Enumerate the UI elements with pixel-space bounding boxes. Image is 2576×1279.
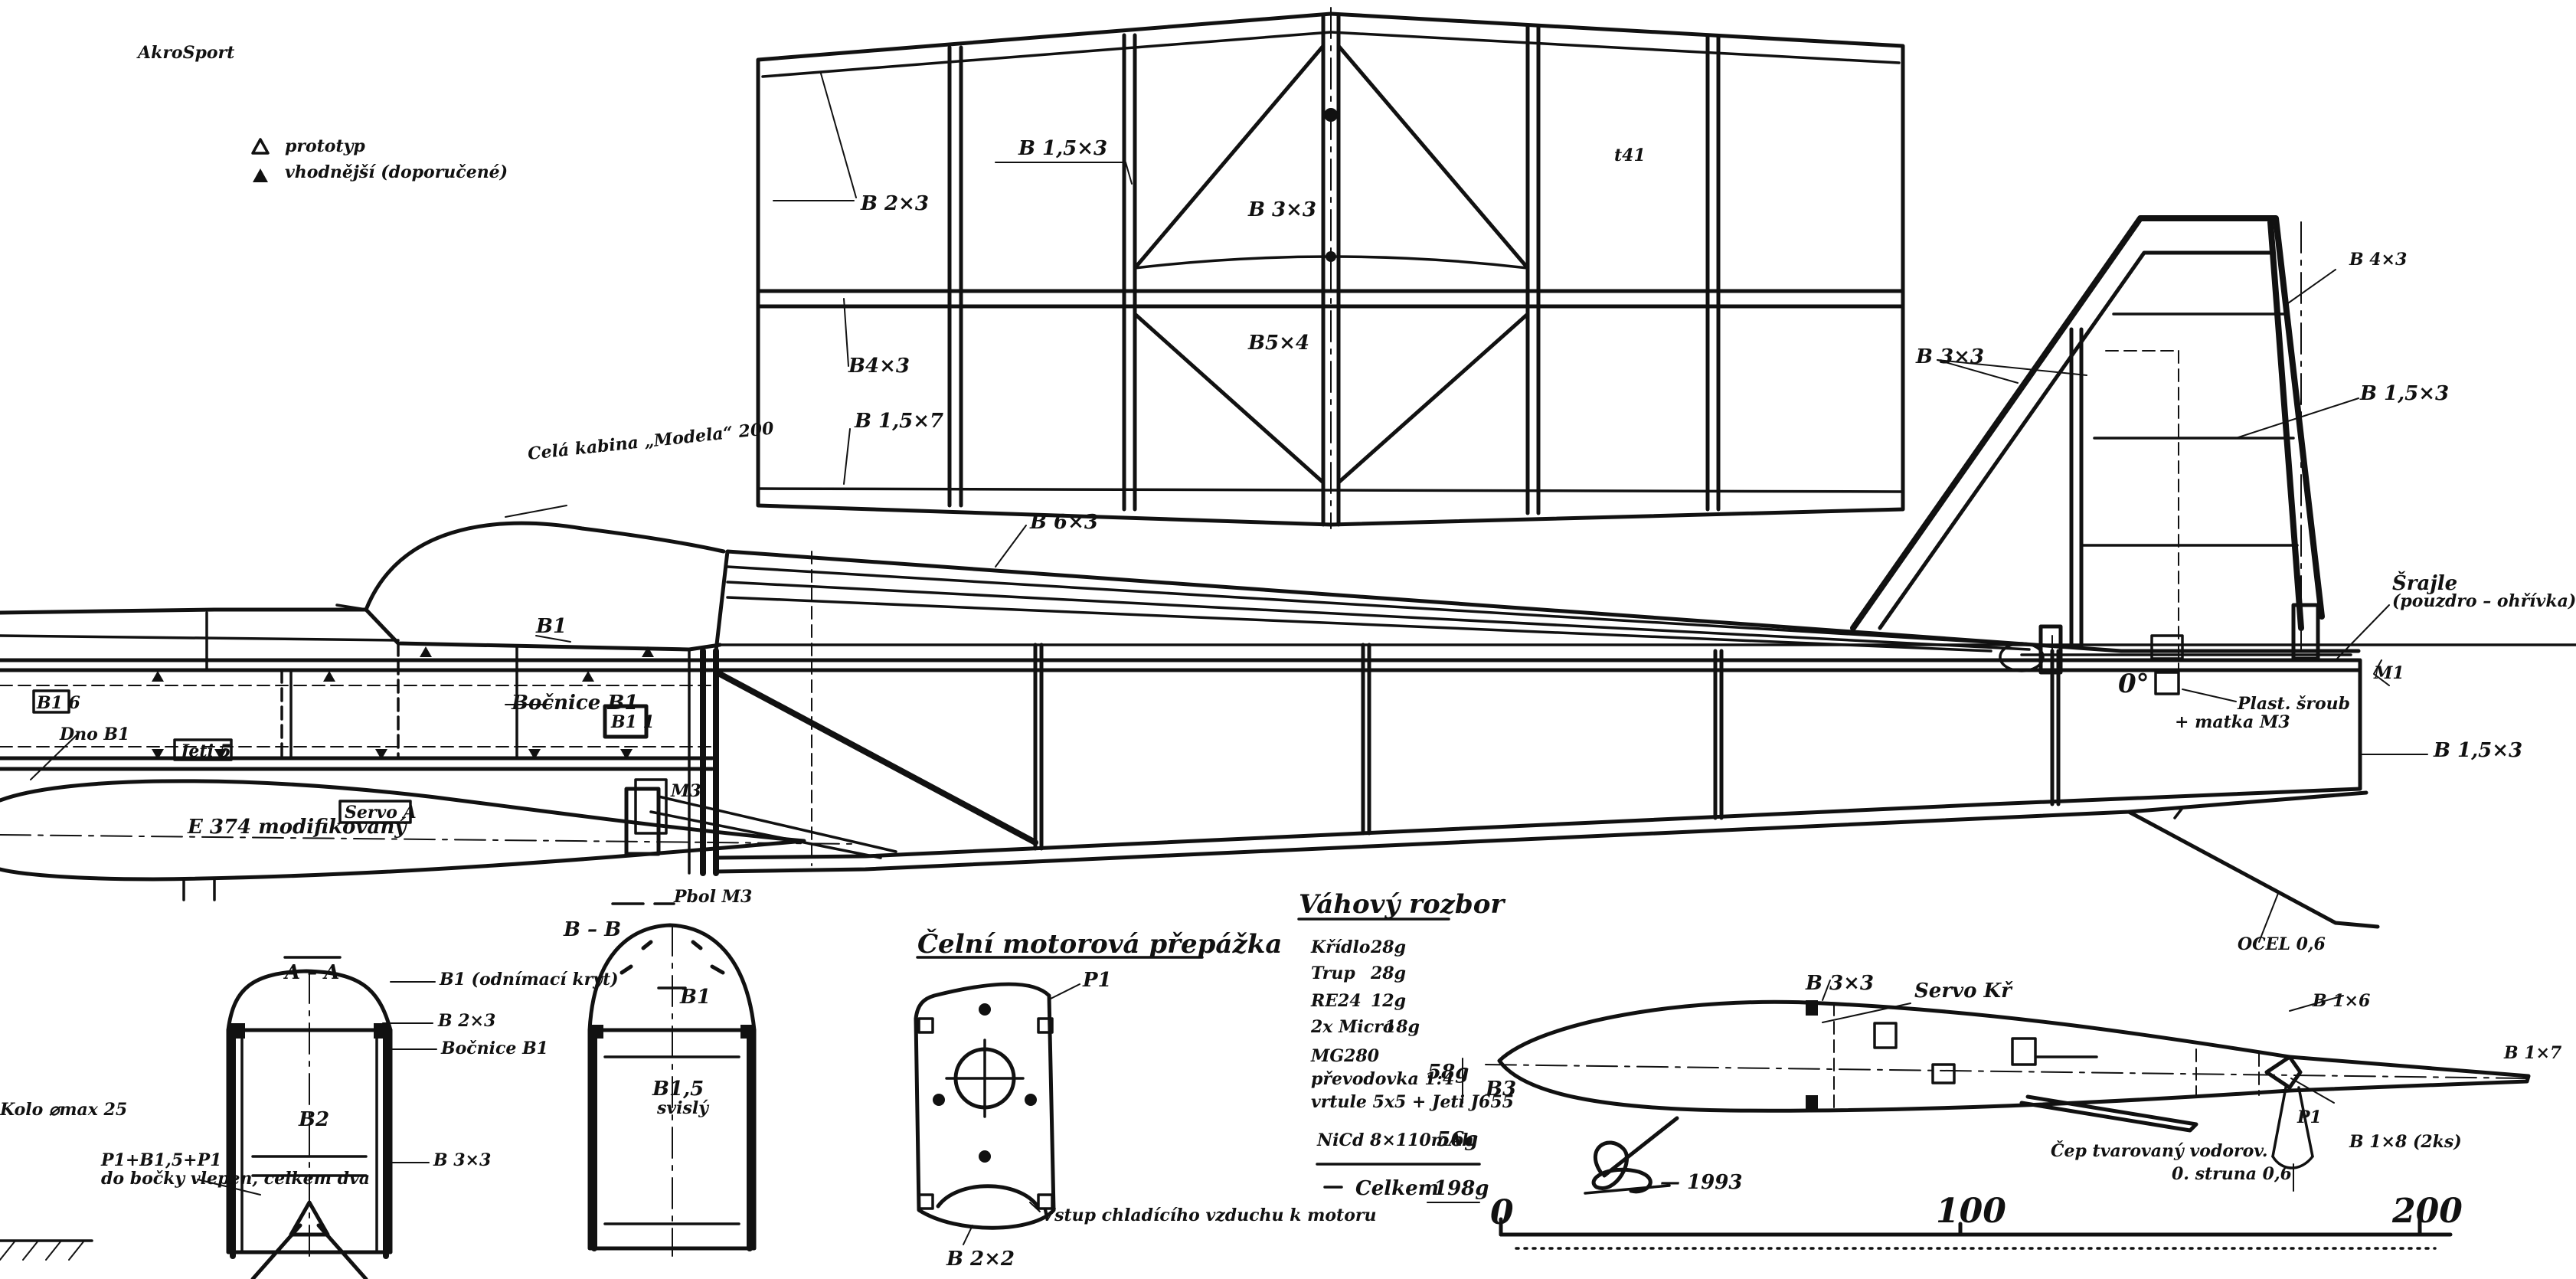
- fuselage-label-pbol: Pbol M3: [673, 887, 752, 907]
- signature-year: — 1993: [1660, 1171, 1742, 1194]
- section-aa: [0, 956, 437, 1279]
- weight-electronics-line-1: MG280: [1310, 1046, 1380, 1066]
- tail-label-steel: OCEL 0,6: [2238, 934, 2326, 954]
- section-aa-label-b1: B1 (odnímací kryt): [439, 970, 619, 990]
- fuselage-box-servo-right: B1 1: [610, 712, 655, 732]
- section-aa-label-b2: B2: [298, 1108, 329, 1131]
- section-aa-label-b2x3: B 2×3: [437, 1011, 495, 1031]
- section-bb-label-b1: B1: [679, 986, 711, 1009]
- wheel-note: Kolo ⌀max 25: [0, 1100, 127, 1120]
- scale-tick-200: 200: [2391, 1192, 2463, 1231]
- weight-value-receiver: 12g: [1371, 991, 1406, 1011]
- section-bb-title: B – B: [563, 918, 621, 941]
- stab-label-servo: Servo Kř: [1914, 980, 2013, 1003]
- fin-rudder: [1850, 215, 2359, 675]
- weight-total-label: Celkem: [1355, 1177, 1439, 1200]
- fuselage-label-dno: Dno B1: [59, 725, 129, 744]
- fin-label-hinge-note: (pouzdro – ohřívka): [2392, 591, 2576, 611]
- firewall-label-intake: Vstup chladícího vzduchu k motoru: [1041, 1205, 1376, 1225]
- wing-label-b5x4: B5×4: [1247, 332, 1309, 355]
- wing-panel-mark: t41: [1614, 146, 1646, 165]
- tail-label-b15x3-low: B 1,5×3: [2433, 739, 2522, 762]
- prototype-triangle-icon: [251, 138, 270, 155]
- fin-label-b3x3: B 3×3: [1915, 345, 1984, 368]
- firewall-drawing: [914, 956, 1204, 1245]
- fin-label-b4x3: B 4×3: [2349, 250, 2407, 270]
- fuselage-label-m3: M3: [670, 781, 701, 801]
- weight-electronics-line-2: převodovka 1:4: [1311, 1069, 1454, 1089]
- weight-label-wing: Křídlo: [1310, 937, 1370, 957]
- stab-label-p1: P1: [2296, 1107, 2322, 1127]
- section-bb-label-b15: B1,5: [652, 1078, 704, 1101]
- section-aa-label-bocnice: Bočnice B1: [440, 1039, 548, 1058]
- tail-zero-mark: 0°: [2118, 669, 2149, 699]
- wing-label-b15x7: B 1,5×7: [854, 410, 943, 433]
- fuselage-label-bocnice: Bočnice B1: [511, 692, 638, 715]
- weight-value-wing: 28g: [1370, 937, 1406, 957]
- legend-prototype: prototyp: [285, 136, 365, 156]
- stab-label-horn: Čep tvarovaný vodorov.: [2051, 1140, 2268, 1161]
- stab-label-b1x7: B 1×7: [2503, 1043, 2562, 1063]
- stab-label-b1x8: B 1×8 (2ks): [2349, 1132, 2462, 1152]
- weight-label-servos: 2x Micro: [1310, 1017, 1394, 1037]
- section-aa-label-p1: P1+B1,5+P1: [100, 1150, 221, 1170]
- wing-planform: [756, 7, 1905, 529]
- fin-label-b15x3: B 1,5×3: [2359, 382, 2449, 405]
- wing-label-b15x3: B 1,5×3: [1018, 137, 1107, 160]
- recommended-triangle-icon: [253, 168, 268, 182]
- scale-bar: [1499, 1217, 2453, 1250]
- designer-signature: [1584, 1116, 1679, 1195]
- weight-total-value: 198g: [1433, 1177, 1489, 1200]
- weight-value-servos: 18g: [1384, 1017, 1420, 1037]
- weight-value-fuselage: 28g: [1370, 963, 1406, 983]
- fuselage-side-view: [0, 505, 2576, 943]
- stab-label-b3x3: B 3×3: [1805, 972, 1874, 995]
- legend-recommended: vhodnější (doporučené): [285, 162, 508, 182]
- fuselage-label-b1: B1: [535, 615, 567, 638]
- section-aa-title: A – A: [283, 961, 339, 984]
- stab-label-wire: 0. struna 0,6: [2172, 1164, 2292, 1184]
- fuselage-box-servo: Servo A: [345, 803, 417, 823]
- wing-label-b2x3: B 2×3: [860, 192, 929, 215]
- firewall-label-p1: P1: [1082, 969, 1112, 992]
- fin-label-hinge: Šrajle: [2392, 571, 2457, 595]
- section-bb: [587, 902, 757, 1257]
- scale-tick-100: 100: [1936, 1192, 2006, 1231]
- tail-label-m1: M1: [2373, 663, 2404, 683]
- stab-label-b3: B3: [1485, 1078, 1516, 1101]
- canopy-note: Celá kabina „Modela“ 200: [527, 418, 775, 464]
- publisher-logo: AkroSport: [136, 43, 234, 63]
- weight-label-fuselage: Trup: [1311, 963, 1355, 983]
- fuselage-box-b16: B1 6: [36, 693, 80, 713]
- weight-label-receiver: RE24: [1310, 991, 1362, 1011]
- fuselage-box-jeti: Jeti 5: [178, 741, 231, 761]
- tail-label-plast-screw: Plast. šroub: [2237, 694, 2350, 714]
- stab-label-b1x6: B 1×6: [2312, 991, 2370, 1011]
- weight-table: Váhový rozbor Křídlo 28g Trup 28g RE24 1…: [1297, 889, 1514, 1203]
- wing-label-b4x3: B4×3: [848, 355, 910, 378]
- section-aa-label-b3x3: B 3×3: [433, 1150, 491, 1170]
- section-aa-p1-note: do bočky vlepen, celkem dva: [101, 1169, 370, 1189]
- weight-label-battery: NiCd 8×110mAh: [1316, 1130, 1474, 1150]
- weight-value-battery: 56g: [1437, 1128, 1478, 1151]
- tail-label-nut: + matka M3: [2175, 712, 2290, 732]
- firewall-label-b2x2: B 2×2: [946, 1248, 1015, 1271]
- airfoil-label: E 374 modifikovaný: [187, 816, 407, 839]
- legend: prototyp vhodnější (doporučené): [251, 136, 508, 182]
- scale-tick-0: 0: [1490, 1193, 1514, 1232]
- firewall-title: Čelní motorová přepážka: [917, 928, 1282, 960]
- weight-electronics-line-3: vrtule 5x5 + Jeti J655: [1311, 1092, 1514, 1112]
- wing-label-b3x3: B 3×3: [1247, 198, 1316, 221]
- weights-title: Váhový rozbor: [1299, 889, 1505, 920]
- stabilizer-section: [1485, 980, 2531, 1192]
- fuselage-label-b6x3: B 6×3: [1029, 511, 1098, 534]
- section-bb-label-b15-note: svislý: [656, 1098, 710, 1118]
